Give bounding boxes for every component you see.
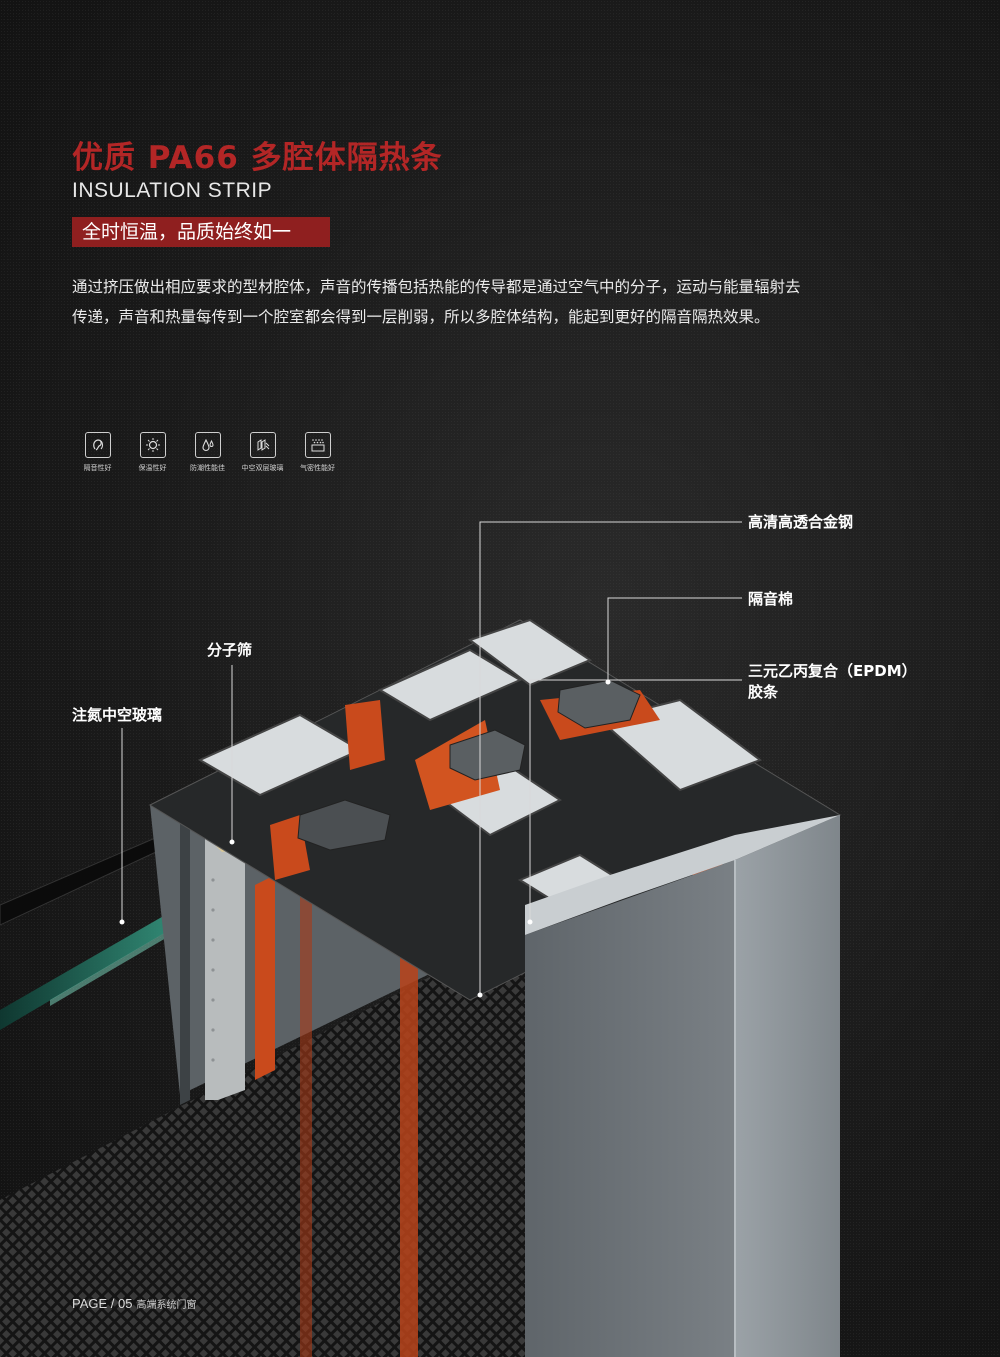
callout-molecular-sieve: 分子筛 (207, 641, 253, 659)
feature-soundproof: 隔音性好 (70, 432, 125, 473)
profile-cross-section (148, 618, 842, 1001)
callout-alloy-steel: 高清高透合金钢 (748, 513, 854, 531)
feature-label: 保温性好 (138, 464, 167, 472)
callout-leader-lines (121, 521, 742, 995)
double-glass-icon (249, 432, 276, 458)
callout-epdm-line1: 三元乙丙复合（EPDM） (748, 662, 917, 680)
callout-epdm-line2: 胶条 (748, 683, 779, 701)
callout-nitrogen-glass: 注氮中空玻璃 (72, 706, 163, 724)
front-aluminum-pillar (525, 815, 840, 1357)
page-title: 优质 PA66 多腔体隔热条 (72, 140, 443, 176)
callout-dots (119, 679, 611, 998)
insulated-glass-panes (0, 822, 200, 1030)
feature-icons-row: 隔音性好 保温性好 防潮性能佳 中空双层玻璃 气密性能好 (70, 432, 345, 473)
page-number: PAGE / 05 (72, 1296, 133, 1311)
feature-label: 防潮性能佳 (190, 464, 225, 472)
ear-soundproof-icon (84, 432, 111, 458)
feature-airtight: 气密性能好 (290, 432, 345, 473)
feature-label: 气密性能好 (300, 464, 335, 472)
feature-moisture: 防潮性能佳 (180, 432, 235, 473)
feature-label: 隔音性好 (83, 464, 112, 472)
airtight-grid-icon (304, 432, 331, 458)
callout-epdm: 三元乙丙复合（EPDM） 胶条 (748, 661, 917, 703)
page-subtitle: INSULATION STRIP (72, 179, 273, 202)
feature-double-glass: 中空双层玻璃 (235, 432, 290, 473)
water-drop-icon (194, 432, 221, 458)
sun-insulation-icon (139, 432, 166, 458)
insect-screen-mesh (0, 925, 530, 1357)
callout-sound-cotton: 隔音棉 (748, 590, 794, 608)
feature-label: 中空双层玻璃 (241, 464, 284, 472)
feature-insulation: 保温性好 (125, 432, 180, 473)
description-paragraph: 通过挤压做出相应要求的型材腔体，声音的传播包括热能的传导都是通过空气中的分子，运… (72, 278, 801, 326)
tagline-banner: 全时恒温，品质始终如一 (72, 217, 330, 247)
series-name: 高端系统门窗 (136, 1300, 197, 1311)
